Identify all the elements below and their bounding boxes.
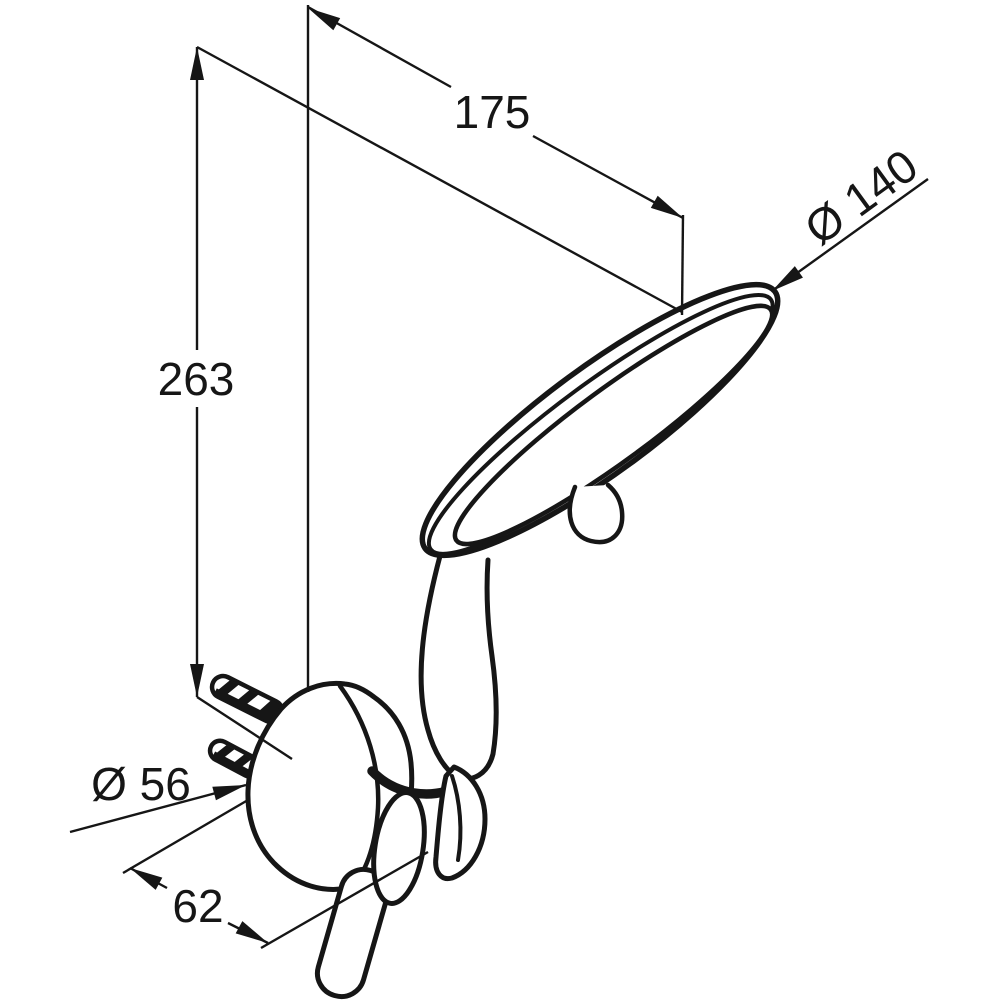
dimension-arrows [130, 8, 803, 943]
handle [418, 553, 499, 782]
shower-head [419, 281, 781, 559]
head-pivot-tab [567, 482, 625, 545]
holder-petal-right-inner [450, 774, 463, 862]
hose [314, 866, 391, 1000]
spray-face [452, 303, 775, 547]
holder-clamp [367, 764, 488, 906]
dim-holder-diameter-label: Ø 56 [91, 758, 191, 810]
dim-62-label: 62 [172, 880, 223, 932]
dim-263-label: 263 [158, 353, 235, 405]
wall-plug-lower [207, 738, 263, 780]
dim-head-diameter-label: Ø 140 [795, 139, 927, 255]
dim-175-label: 175 [454, 86, 531, 138]
